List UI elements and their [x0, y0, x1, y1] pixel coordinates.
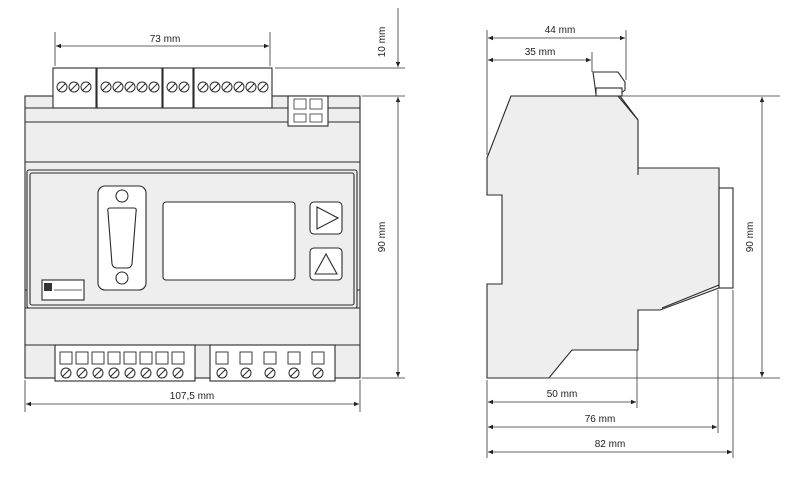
terminal-screw-icon — [178, 81, 190, 93]
bottom-terminal-strip — [54, 344, 336, 382]
switch-lever — [44, 283, 52, 291]
side-dimension-35: 35 mm — [488, 47, 593, 72]
side-body-outline — [486, 95, 720, 379]
front-view — [24, 67, 361, 382]
bottom-terminal-clamp — [239, 351, 253, 365]
connector-plate — [97, 185, 147, 291]
terminal-screw-icon — [312, 367, 324, 379]
bottom-terminal-clamp — [107, 351, 121, 365]
play-button[interactable] — [309, 201, 343, 235]
top-terminal-blocks — [52, 67, 273, 109]
up-button-frame[interactable] — [309, 247, 343, 281]
terminal-screw-icon — [197, 81, 209, 93]
side-dimension-76: 76 mm — [488, 290, 719, 433]
terminal-screw-icon — [136, 81, 148, 93]
bottom-terminal-clamp — [155, 351, 169, 365]
bottom-terminal-clamp — [139, 351, 153, 365]
aux-terminal-cell-4 — [309, 113, 323, 123]
side-dim-76-label: 76 mm — [585, 414, 616, 425]
side-dim-90-label: 90 mm — [745, 222, 756, 253]
bottom-terminal-clamp — [123, 351, 137, 365]
front-dimension-10: 10 mm — [275, 8, 405, 69]
aux-terminal-frame — [287, 95, 329, 127]
terminal-screw-icon — [216, 367, 228, 379]
terminal-screw-icon — [100, 81, 112, 93]
terminal-screw-icon — [56, 81, 68, 93]
side-dimension-50: 50 mm — [486, 350, 638, 458]
bottom-terminal-clamp — [263, 351, 277, 365]
aux-terminal-cell-3 — [293, 113, 307, 123]
din-rail-clip — [718, 187, 734, 289]
connector-screw-bottom — [115, 271, 129, 285]
side-diagonal-1 — [661, 284, 720, 309]
side-dimension-44: 44 mm — [486, 25, 627, 155]
terminal-screw-icon — [264, 367, 276, 379]
side-dim-82-label: 82 mm — [595, 439, 626, 450]
terminal-screw-icon — [240, 367, 252, 379]
play-button-frame[interactable] — [309, 201, 343, 235]
connector-screw-top — [115, 189, 129, 203]
terminal-screw-icon — [60, 367, 72, 379]
side-dimension-82: 82 mm — [488, 290, 734, 458]
terminal-screw-icon — [68, 81, 80, 93]
bottom-terminal-clamp — [91, 351, 105, 365]
top-screws — [56, 81, 269, 93]
front-dimension-90: 90 mm — [362, 95, 405, 379]
terminal-screw-icon — [245, 81, 257, 93]
bottom-terminal-clamp — [287, 351, 301, 365]
terminal-screw-icon — [80, 81, 92, 93]
terminal-screw-icon — [92, 367, 104, 379]
front-dim-10-label: 10 mm — [377, 27, 388, 58]
bottom-terminal-clamp — [171, 351, 185, 365]
front-panel-inner — [29, 172, 355, 306]
terminal-screw-icon — [124, 81, 136, 93]
aux-terminal-cell-2 — [309, 98, 323, 110]
right-triangle-icon — [316, 206, 340, 230]
terminal-screw-icon — [76, 367, 88, 379]
up-button[interactable] — [309, 247, 343, 281]
terminal-screw-icon — [233, 81, 245, 93]
terminal-screw-icon — [124, 367, 136, 379]
bottom-terminal-clamp — [215, 351, 229, 365]
sub-d-connector-icon — [97, 185, 147, 291]
side-switch — [41, 279, 85, 301]
up-triangle-icon — [314, 252, 338, 275]
terminal-screw-icon — [257, 81, 269, 93]
terminal-screw-icon — [112, 81, 124, 93]
bottom-screws — [59, 351, 325, 379]
terminal-screw-icon — [172, 367, 184, 379]
terminal-screw-icon — [148, 81, 160, 93]
front-dimension-73: 73 mm — [54, 32, 271, 66]
display-window — [162, 201, 296, 281]
terminal-screw-icon — [108, 367, 120, 379]
connector-shell — [107, 207, 137, 269]
front-dim-90-label: 90 mm — [377, 222, 388, 253]
bottom-terminal-clamp — [75, 351, 89, 365]
terminal-screw-icon — [221, 81, 233, 93]
side-dim-50-label: 50 mm — [547, 389, 578, 400]
side-view — [486, 71, 734, 379]
terminal-screw-icon — [209, 81, 221, 93]
terminal-screw-icon — [288, 367, 300, 379]
side-top-connector — [592, 71, 639, 121]
front-dim-73-label: 73 mm — [150, 34, 181, 45]
side-connector-base — [595, 87, 623, 97]
terminal-screw-icon — [140, 367, 152, 379]
front-dim-107-label: 107,5 mm — [170, 391, 214, 402]
aux-terminal — [287, 95, 329, 127]
terminal-screw-icon — [156, 367, 168, 379]
aux-terminal-cell-1 — [293, 98, 307, 110]
side-dim-35-label: 35 mm — [525, 47, 556, 58]
side-dimension-90: 90 mm — [550, 95, 780, 379]
side-connector-slope — [617, 95, 639, 121]
front-dimension-107: 107,5 mm — [24, 380, 361, 412]
side-dim-44-label: 44 mm — [545, 25, 576, 36]
bottom-terminal-clamp — [59, 351, 73, 365]
bottom-terminal-clamp — [311, 351, 325, 365]
terminal-screw-icon — [166, 81, 178, 93]
